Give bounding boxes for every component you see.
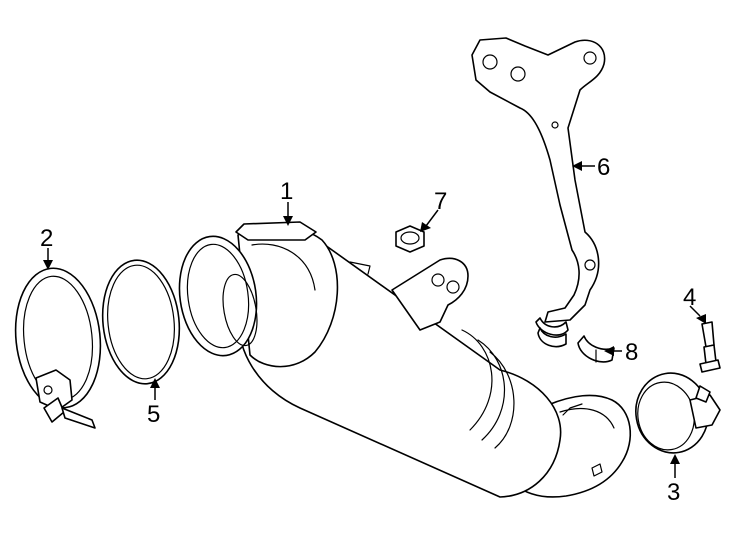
callout-5: 5 xyxy=(147,401,160,428)
callout-8: 8 xyxy=(625,339,638,366)
part-5-gasket xyxy=(101,259,181,385)
part-1-converter xyxy=(178,221,631,498)
part-6-bracket xyxy=(471,37,606,336)
callout-1: 1 xyxy=(280,178,293,205)
part-3-clamp xyxy=(635,372,721,454)
callout-2: 2 xyxy=(40,225,53,252)
callout-3: 3 xyxy=(667,479,680,506)
part-2-clamp xyxy=(14,267,102,429)
callout-leaders xyxy=(43,161,706,478)
callout-7: 7 xyxy=(434,188,447,215)
callout-labels: 1 2 3 4 5 6 7 8 xyxy=(40,154,696,506)
part-7-nut xyxy=(395,225,425,253)
callout-6: 6 xyxy=(597,154,610,181)
part-4-sensor xyxy=(699,321,721,373)
part-8-clips xyxy=(537,327,615,363)
callout-4: 4 xyxy=(683,284,696,311)
